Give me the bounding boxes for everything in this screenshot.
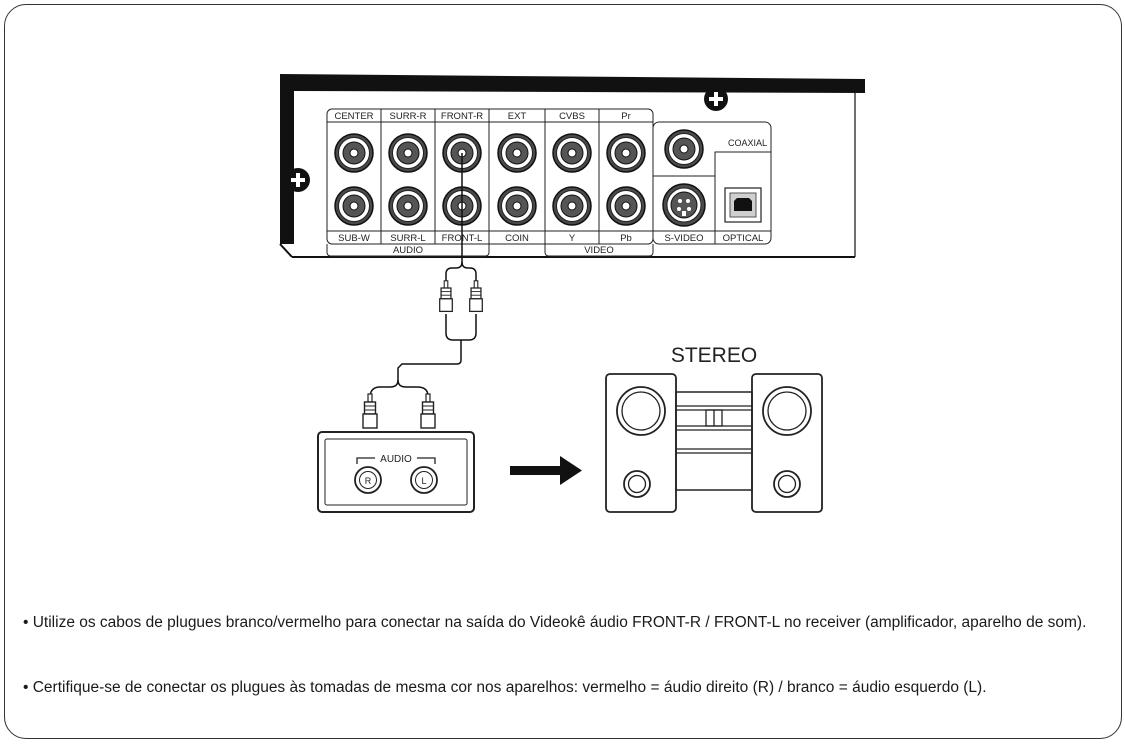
jack-label-center: CENTER [334, 111, 373, 122]
group-label-audio: AUDIO [393, 245, 423, 256]
jack-label-ext: EXT [508, 111, 527, 122]
coaxial-label: COAXIAL [728, 138, 767, 148]
rca-jack-icon [552, 133, 592, 173]
page-frame [4, 4, 1122, 739]
optical-jack-icon [724, 187, 762, 223]
screw-icon [704, 87, 728, 111]
left-jack-label: L [421, 476, 426, 486]
svideo-jack-icon [662, 183, 706, 227]
jack-label-surr-l: SURR-L [390, 233, 425, 244]
stereo-title: STEREO [671, 344, 757, 367]
group-label-video: VIDEO [584, 245, 614, 256]
rca-jack-icon [334, 133, 374, 173]
jack-label-front-r: FRONT-R [441, 111, 483, 122]
rca-jack-icon [497, 186, 537, 226]
rca-plug-icon [469, 280, 483, 313]
jack-label-pr: Pr [621, 111, 631, 122]
instruction-note-1: • Utilize os cabos de plugues branco/ver… [23, 614, 1087, 631]
rca-plug-icon [420, 393, 436, 429]
rca-jack-icon [552, 186, 592, 226]
jack-label-pb: Pb [620, 233, 632, 244]
screw-icon [286, 168, 310, 192]
coaxial-jack-icon [664, 129, 704, 169]
audio-cable [369, 153, 477, 402]
rca-jack-icon [606, 133, 646, 173]
optical-label: OPTICAL [723, 233, 764, 244]
rca-jack-icon [388, 186, 428, 226]
receiver-audio-input [317, 431, 475, 513]
arrow-right-icon [510, 456, 582, 485]
rca-jack-icon [497, 133, 537, 173]
rca-jack-icon [606, 186, 646, 226]
jack-label-sub-w: SUB-W [338, 233, 370, 244]
rca-plug-icon [439, 280, 453, 313]
stereo-system-icon [605, 373, 823, 513]
jack-label-cvbs: CVBS [559, 111, 585, 122]
instruction-note-2: • Certifique-se de conectar os plugues à… [23, 679, 987, 696]
rca-jack-icon [388, 133, 428, 173]
rca-jack-icon [334, 186, 374, 226]
connection-diagram: CENTER SURR-R FRONT-R EXT CVBS Pr SUB-W … [279, 74, 865, 513]
jack-label-coin: COIN [505, 233, 529, 244]
rca-plug-icon [362, 393, 378, 429]
svideo-label: S-VIDEO [664, 233, 703, 244]
jack-label-surr-r: SURR-R [390, 111, 427, 122]
jack-label-y: Y [569, 233, 576, 244]
right-jack-label: R [365, 476, 372, 486]
receiver-audio-label: AUDIO [380, 454, 412, 465]
unit-back-panel [279, 74, 865, 258]
jack-grid [326, 108, 772, 257]
